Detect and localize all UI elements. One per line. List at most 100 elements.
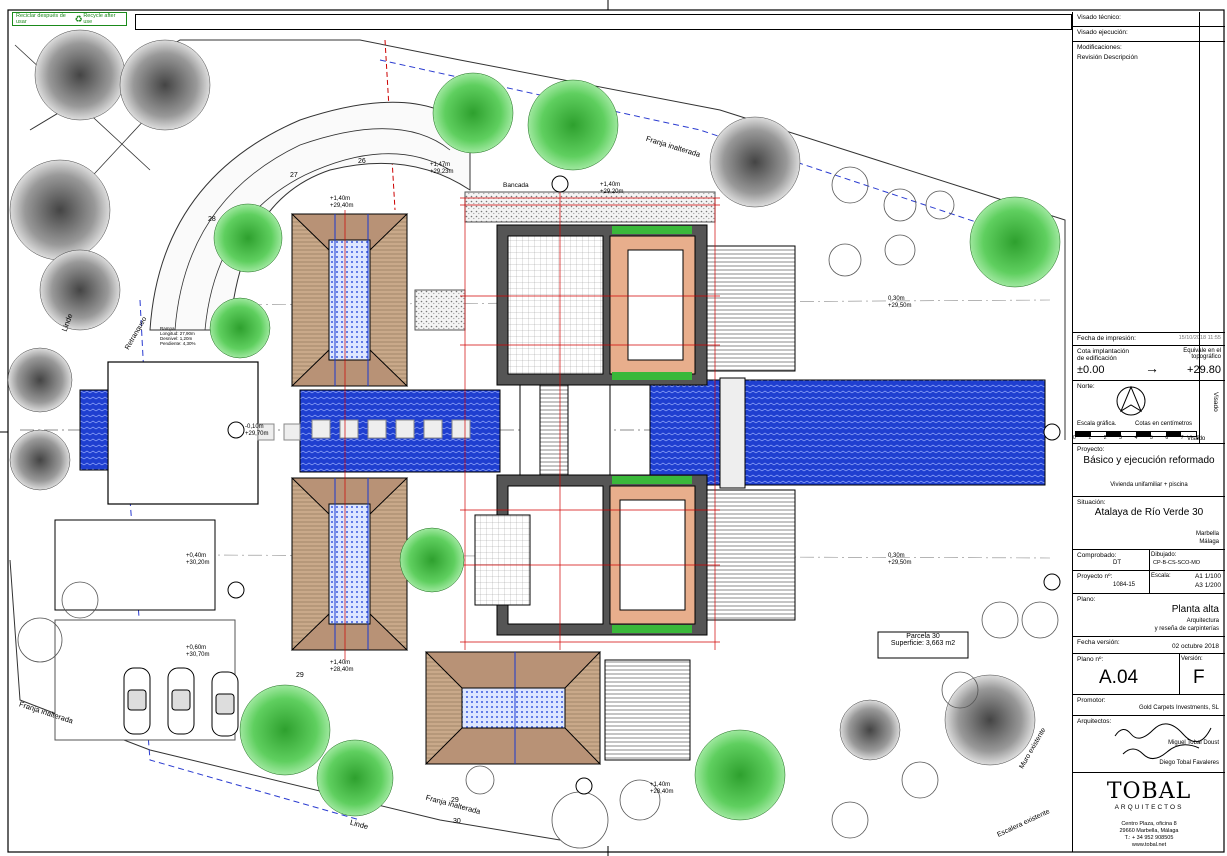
- label: Cotas en centímetros: [1135, 421, 1193, 427]
- version-date: 02 octubre 2018: [1172, 643, 1219, 650]
- ramp-note: Rampa Longitud: 27,90m Desnivel: 1,20m P…: [160, 326, 196, 346]
- parcela-surface: Superficie: 3,663 m2: [890, 640, 956, 647]
- arquitectos-row: Arquitectos: Miguel Tobal Doust Diego To…: [1073, 716, 1225, 773]
- level-value: 0,30m: [888, 296, 905, 302]
- level-value: +29,50m: [888, 303, 912, 309]
- label: Visado ejecución:: [1077, 29, 1128, 36]
- project-number: 1084-15: [1113, 582, 1136, 588]
- label: Plano:: [1077, 596, 1096, 603]
- level-label-2: +1,40m +29,40m: [330, 196, 354, 210]
- proyecto-row: Proyecto: Básico y ejecución reformado V…: [1073, 444, 1225, 497]
- phone: T.: + 34 952 908505: [1124, 835, 1174, 841]
- revision-header: Revisión Descripción: [1077, 54, 1138, 61]
- comprobado-value: DT: [1113, 560, 1121, 566]
- architect-name: Miguel Tobal Doust: [1168, 740, 1219, 746]
- level-label-5: 0,30m +29,50m: [888, 296, 912, 310]
- parcela-title: Parcela 30: [906, 633, 940, 640]
- equivale-value: +29.80: [1187, 364, 1221, 376]
- architect-name: Diego Tobal Favaleres: [1159, 760, 1219, 766]
- level-label-1: -0,10m +29,70m: [245, 424, 269, 438]
- promotor-row: Promotor: Gold Carpets Investments, SL: [1073, 695, 1225, 716]
- ramp-note-line: Longitud: 27,90m: [160, 331, 195, 336]
- label: Promotor:: [1077, 697, 1106, 704]
- ramp-note-line: Desnivel: 1,20m: [160, 336, 193, 341]
- label: Visado técnico:: [1077, 14, 1121, 21]
- level-value: 0,30m: [888, 553, 905, 559]
- parcela-label: Parcela 30 Superficie: 3,663 m2: [878, 633, 968, 647]
- level-value: -0,10m: [245, 424, 264, 430]
- visado-tecnico-row: Visado técnico:: [1073, 12, 1225, 27]
- project-subtitle: Vivienda unifamiliar + piscina: [1110, 482, 1188, 488]
- tick: 3: [1119, 435, 1122, 441]
- north-arrow-icon: [1116, 385, 1146, 416]
- plan-subtitle: Arquitectura: [1186, 618, 1219, 624]
- norte-row: Norte: Escala gráfica. Cotas en centímet…: [1073, 381, 1225, 444]
- parcel-num-29b: 29: [451, 797, 459, 804]
- modificaciones-row: Modificaciones: Revisión Descripción: [1073, 42, 1225, 333]
- label: Cota implantación de edificación: [1077, 348, 1130, 362]
- parcel-num-27: 27: [290, 172, 298, 179]
- promoter: Gold Carpets Investments, SL: [1138, 705, 1219, 711]
- firm-subtitle: ARQUITECTOS: [1114, 804, 1184, 811]
- proyecto-n-row: Proyecto nº: 1084-15 Escala: A1 1/100 A3…: [1073, 571, 1225, 594]
- address: Centro Plaza, oficina 8: [1121, 821, 1177, 827]
- level-value: +1,40m: [330, 660, 351, 666]
- plan-title: Planta alta: [1171, 604, 1219, 615]
- situation-title: Atalaya de Río Verde 30: [1094, 507, 1204, 518]
- tick: 6: [1165, 435, 1169, 441]
- situacion-row: Situación: Atalaya de Río Verde 30 Marbe…: [1073, 497, 1225, 550]
- comprobado-row: Comprobado: DT Dibujado: CP-B-CS-SCO-MO: [1073, 550, 1225, 571]
- label: Arquitectos:: [1077, 718, 1112, 725]
- bancada-label: Bancada: [503, 182, 529, 189]
- firm-block: TOBAL ARQUITECTOS Centro Plaza, oficina …: [1073, 773, 1225, 852]
- tick: 4: [1134, 435, 1138, 441]
- level-value: +1,40m: [650, 782, 671, 788]
- side-divider: [1199, 12, 1200, 444]
- label: Equivale en el topográfico: [1183, 348, 1221, 360]
- visado-side-label: Visado: [1212, 392, 1219, 412]
- level-label-3: +1,47m +29,23m: [430, 162, 454, 176]
- scale-ticks: 0 1 2 3 4 5 6 7 8: [1073, 435, 1199, 441]
- scale-bar: [1075, 431, 1197, 437]
- tick: 5: [1149, 435, 1153, 441]
- label: Dibujado:: [1151, 552, 1177, 558]
- fecha-impresion-row: Fecha de impresión: 15/10/2018 11:55: [1073, 333, 1225, 346]
- level-value: +1,40m: [600, 182, 621, 188]
- parcel-num-30: 30: [453, 818, 461, 825]
- level-value: +30,20m: [186, 560, 210, 566]
- scale-a1: A1 1/100: [1194, 573, 1221, 580]
- visado-ejecucion-row: Visado ejecución:: [1073, 27, 1225, 42]
- label: Comprobado:: [1077, 552, 1117, 559]
- recycle-icon: ♻: [74, 14, 83, 24]
- project-title: Básico y ejecución reformado: [1083, 455, 1215, 466]
- firm-logo: TOBAL: [1106, 779, 1192, 804]
- parcel-num-28: 28: [208, 216, 216, 223]
- cota-row: Cota implantación de edificación ±0.00 →…: [1073, 346, 1225, 381]
- level-value: +30,70m: [186, 652, 210, 658]
- level-value: +29,40m: [330, 203, 354, 209]
- recycle-right-label: Recycle after use: [83, 13, 116, 25]
- label: Modificaciones:: [1077, 44, 1122, 51]
- signature-1: [1114, 723, 1212, 742]
- label: Fecha de impresión:: [1077, 335, 1136, 342]
- signature-2: [1122, 744, 1200, 759]
- label: Escala gráfica.: [1077, 421, 1117, 427]
- address: 29660 Marbella, Málaga: [1119, 828, 1179, 834]
- level-label-4: +1,40m +29,20m: [600, 182, 624, 196]
- dibujado-value: CP-B-CS-SCO-MO: [1153, 560, 1201, 566]
- label: Fecha versión:: [1077, 639, 1120, 646]
- plano-row: Plano: Planta alta Arquitectura y reseña…: [1073, 594, 1225, 637]
- title-block: Visado técnico: Visado ejecución: Modifi…: [1072, 12, 1225, 852]
- label: Versión:: [1181, 656, 1203, 662]
- level-value: +29,70m: [245, 431, 269, 437]
- visado-label: Visado: [1187, 436, 1206, 442]
- label: Situación:: [1077, 499, 1106, 506]
- ramp-note-line: Rampa: [160, 326, 175, 331]
- recycle-badge: Reciclar después de usar ♻ Recycle after…: [12, 12, 127, 26]
- level-label-9: +1,40m +28,40m: [330, 660, 354, 674]
- ramp-note-line: Pendiente: 4,30%: [160, 341, 196, 346]
- level-label-7: 0,30m +29,50m: [888, 553, 912, 567]
- level-label-10: +1,40m +28,40m: [650, 782, 674, 796]
- level-label-8: +0,60m +30,70m: [186, 645, 210, 659]
- level-label-6: +0,40m +30,20m: [186, 553, 210, 567]
